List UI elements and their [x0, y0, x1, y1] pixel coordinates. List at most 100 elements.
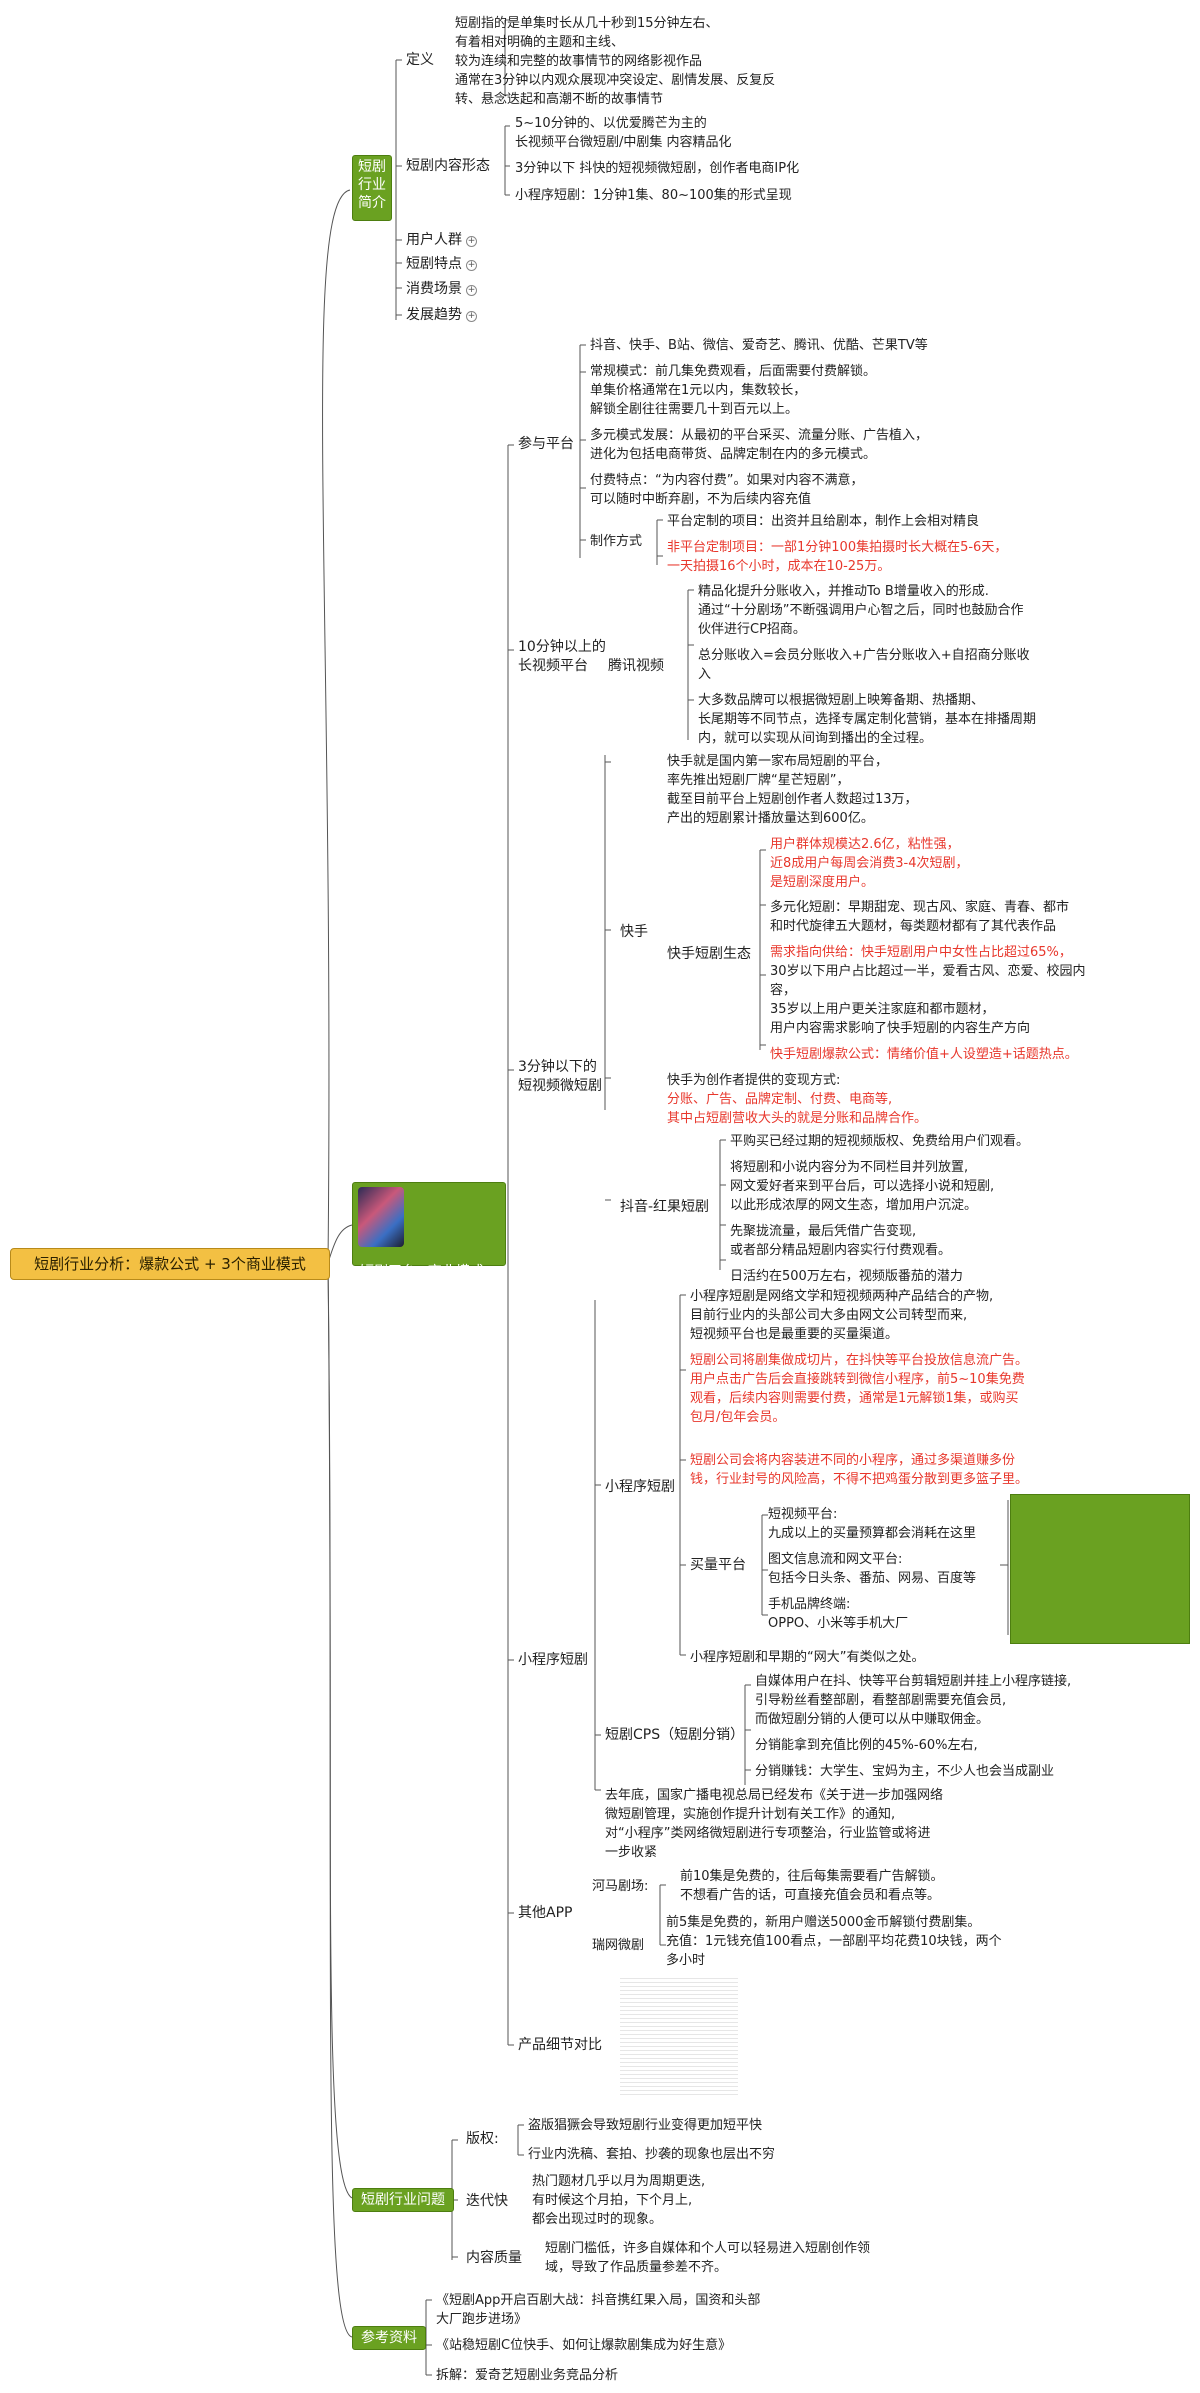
eco-11: 快手短剧爆款公式：情绪价值+人设塑造+话题热点。 [770, 1047, 1078, 1062]
comparison-table-image [620, 1978, 738, 2098]
mini-4: 短剧公司将剧集做成切片，在抖快等平台投放信息流广告。 [690, 1353, 1029, 1368]
tencent-3: 伙伴进行CP招商。 [698, 622, 806, 637]
traffic-platform: 买量平台 [690, 1557, 746, 1573]
cps-3: 而做短剧分销的人便可以从中赚取佣金。 [755, 1712, 990, 1727]
eco-1: 用户群体规模达2.6亿，粘性强， [770, 837, 960, 852]
ruiwang-1: 前5集是免费的，新用户赠送5000金币解锁付费剧集。 [666, 1915, 981, 1930]
hema-2: 不想看广告的话，可直接充值会员和看点等。 [680, 1888, 941, 1903]
copyright-1: 盗版猖獗会导致短剧行业变得更加短平快 [528, 2118, 763, 2133]
platform-pay-2: 可以随时中断弃剧，不为后续内容充值 [590, 492, 812, 507]
quality-1: 短剧门槛低，许多自媒体和个人可以轻易进入短剧创作领 [545, 2241, 871, 2256]
short-video-platform: 3分钟以下的 [518, 1059, 597, 1075]
mini-3: 短视频平台也是最重要的买量渠道。 [690, 1327, 899, 1342]
mini-10: 小程序短剧和早期的“网大”有类似之处。 [690, 1650, 925, 1665]
expand-icon[interactable]: + [466, 236, 477, 247]
traffic-5: 手机品牌终端: [768, 1597, 851, 1612]
platform-regular-1: 常规模式：前几集免费观看，后面需要付费解锁。 [590, 364, 877, 379]
kuaishou-intro-2: 率先推出短剧厂牌“星芒短剧”， [667, 773, 850, 788]
trend-node[interactable]: 发展趋势+ [406, 307, 477, 323]
production-noncustom-1: 非平台定制项目：一部1分钟100集拍摄时长大概在5-6天， [667, 540, 1008, 555]
hema: 河马剧场: [592, 1879, 649, 1894]
douyin-2: 将短剧和小说内容分为不同栏目并列放置, [730, 1160, 969, 1175]
mini-9: 钱，行业封号的风险高，不得不把鸡蛋分散到更多篮子里。 [690, 1472, 1029, 1487]
content-form-2: 3分钟以下 抖快的短视频微短剧，创作者电商IP化 [515, 161, 800, 176]
platform-pay-1: 付费特点：“为内容付费”。如果对内容不满意， [590, 473, 864, 488]
definition-line-4: 通常在3分钟以内观众展现冲突设定、剧情发展、反复反 [455, 73, 776, 88]
tencent-6: 大多数品牌可以根据微短剧上映筹备期、热播期、 [698, 693, 985, 708]
mini-program-drama: 小程序短剧 [518, 1652, 588, 1668]
cps-5: 分销赚钱：大学生、宝妈为主，不少人也会当成副业 [755, 1764, 1055, 1779]
definition-line-1: 短剧指的是单集时长从几十秒到15分钟左右、 [455, 16, 719, 31]
eco-3: 是短剧深度用户。 [770, 875, 875, 890]
production-method: 制作方式 [590, 534, 643, 549]
douyin-4: 以此形成浓厚的网文生态，增加用户沉淀。 [730, 1198, 978, 1213]
iteration-3: 都会出现过时的现象。 [532, 2212, 663, 2227]
cps-4: 分销能拿到充值比例的45%-60%左右, [755, 1738, 978, 1753]
mini-8: 短剧公司会将内容装进不同的小程序，通过多渠道赚多份 [690, 1453, 1016, 1468]
features-node[interactable]: 短剧特点+ [406, 256, 477, 272]
eco-7: 30岁以下用户占比超过一半，爱看古风、恋爱、校园内 [770, 964, 1086, 979]
content-form-3: 小程序短剧：1分钟1集、80~100集的形式呈现 [515, 188, 792, 203]
kuaishou-ecology: 快手短剧生态 [667, 946, 751, 962]
kuaishou-intro-3: 截至目前平台上短剧创作者人数超过13万， [667, 792, 918, 807]
product-compare: 产品细节对比 [518, 2037, 602, 2053]
copyright: 版权: [466, 2131, 499, 2147]
eco-2: 近8成用户每周会消费3-4次短剧， [770, 856, 969, 871]
section-references: 参考资料 [352, 2326, 426, 2350]
long-video-platform-2: 长视频平台 [518, 658, 588, 674]
traffic-4: 包括今日头条、番茄、网易、百度等 [768, 1571, 977, 1586]
copyright-2: 行业内洗稿、套拍、抄袭的现象也层出不穷 [528, 2147, 776, 2162]
eco-5: 和时代旋律五大题材，每类题材都有了其代表作品 [770, 919, 1057, 934]
expand-icon[interactable]: + [466, 260, 477, 271]
traffic-6: OPPO、小米等手机大厂 [768, 1616, 909, 1631]
platform-regular-2: 单集价格通常在1元以内，集数较长， [590, 383, 807, 398]
iteration-2: 有时候这个月拍，下个月上, [532, 2193, 693, 2208]
platform-list: 抖音、快手、B站、微信、爱奇艺、腾讯、优酷、芒果TV等 [590, 338, 928, 353]
tencent-7: 长尾期等不同节点，选择专属定制化营销，基本在排播周期 [698, 712, 1037, 727]
platform-diverse-1: 多元模式发展：从最初的平台采买、流量分账、广告植入， [590, 428, 929, 443]
definition-label: 定义 [406, 52, 434, 68]
production-noncustom-2: 一天拍摄16个小时，成本在10-25万。 [667, 559, 891, 574]
content-form-1b: 长视频平台微短剧/中剧集 内容精品化 [515, 135, 732, 150]
traffic-1: 短视频平台: [768, 1507, 838, 1522]
kuaishou-monetize-1: 快手为创作者提供的变现方式: [667, 1073, 841, 1088]
section-platform-title: 短剧平台+商业模式 [360, 1264, 484, 1280]
iteration: 迭代快 [466, 2193, 508, 2209]
mini-program-sub: 小程序短剧 [605, 1479, 675, 1495]
douyin-3: 网文爱好者来到平台后，可以选择小说和短剧, [730, 1179, 995, 1194]
eco-8: 容， [770, 983, 797, 998]
douyin-5: 先聚拢流量，最后凭借广告变现, [730, 1224, 917, 1239]
kuaishou-intro-1: 快手就是国内第一家布局短剧的平台， [667, 754, 889, 769]
douyin-1: 平购买已经过期的短视频版权、免费给用户们观看。 [730, 1134, 1030, 1149]
mini-1: 小程序短剧是网络文学和短视频两种产品结合的产物, [690, 1289, 994, 1304]
quality: 内容质量 [466, 2250, 522, 2266]
eco-4: 多元化短剧：早期甜宠、现古风、家庭、青春、都市 [770, 900, 1070, 915]
red-note-box [1010, 1494, 1190, 1644]
ref-2: 《站稳短剧C位快手、如何让爆款剧集成为好生意》 [436, 2338, 732, 2353]
eco-9: 35岁以上用户更关注家庭和都市题材， [770, 1002, 995, 1017]
traffic-3: 图文信息流和网文平台: [768, 1552, 903, 1567]
user-group-node[interactable]: 用户人群+ [406, 232, 477, 248]
ruiwang: 瑞网微剧 [592, 1938, 645, 1953]
expand-icon[interactable]: + [466, 311, 477, 322]
root-topic: 短剧行业分析：爆款公式 + 3个商业模式 [10, 1248, 330, 1280]
definition-line-3: 较为连续和完整的故事情节的网络影视作品 [455, 54, 703, 69]
mini-6: 观看，后续内容则需要付费，通常是1元解锁1集，或购买 [690, 1391, 1019, 1406]
regulation-3: 对“小程序”类网络微短剧进行专项整治，行业监管或将进 [605, 1826, 931, 1841]
expand-icon[interactable]: + [466, 285, 477, 296]
hema-1: 前10集是免费的，往后每集需要看广告解锁。 [680, 1869, 944, 1884]
platform-participation: 参与平台 [518, 436, 574, 452]
ref-1a: 《短剧App开启百剧大战：抖音携红果入局，国资和头部 [436, 2293, 761, 2308]
production-custom: 平台定制的项目：出资并且给剧本，制作上会相对精良 [667, 514, 980, 529]
tencent-video: 腾讯视频 [608, 658, 664, 674]
kuaishou: 快手 [620, 924, 648, 940]
cps-1: 自媒体用户在抖、快等平台剪辑短剧并挂上小程序链接, [755, 1674, 1072, 1689]
iteration-1: 热门题材几乎以月为周期更迭, [532, 2174, 706, 2189]
kuaishou-monetize-3: 其中占短剧营收大头的就是分账和品牌合作。 [667, 1111, 928, 1126]
regulation-2: 微短剧管理，实施创作提升计划有关工作》的通知, [605, 1807, 896, 1822]
douyin-7: 日活约在500万左右，视频版番茄的潜力 [730, 1269, 963, 1284]
phone-screenshot-image [358, 1187, 404, 1247]
regulation-1: 去年底，国家广播电视总局已经发布《关于进一步加强网络 [605, 1788, 944, 1803]
ref-3: 拆解：爱奇艺短剧业务竞品分析 [436, 2368, 619, 2383]
scenario-node[interactable]: 消费场景+ [406, 281, 477, 297]
